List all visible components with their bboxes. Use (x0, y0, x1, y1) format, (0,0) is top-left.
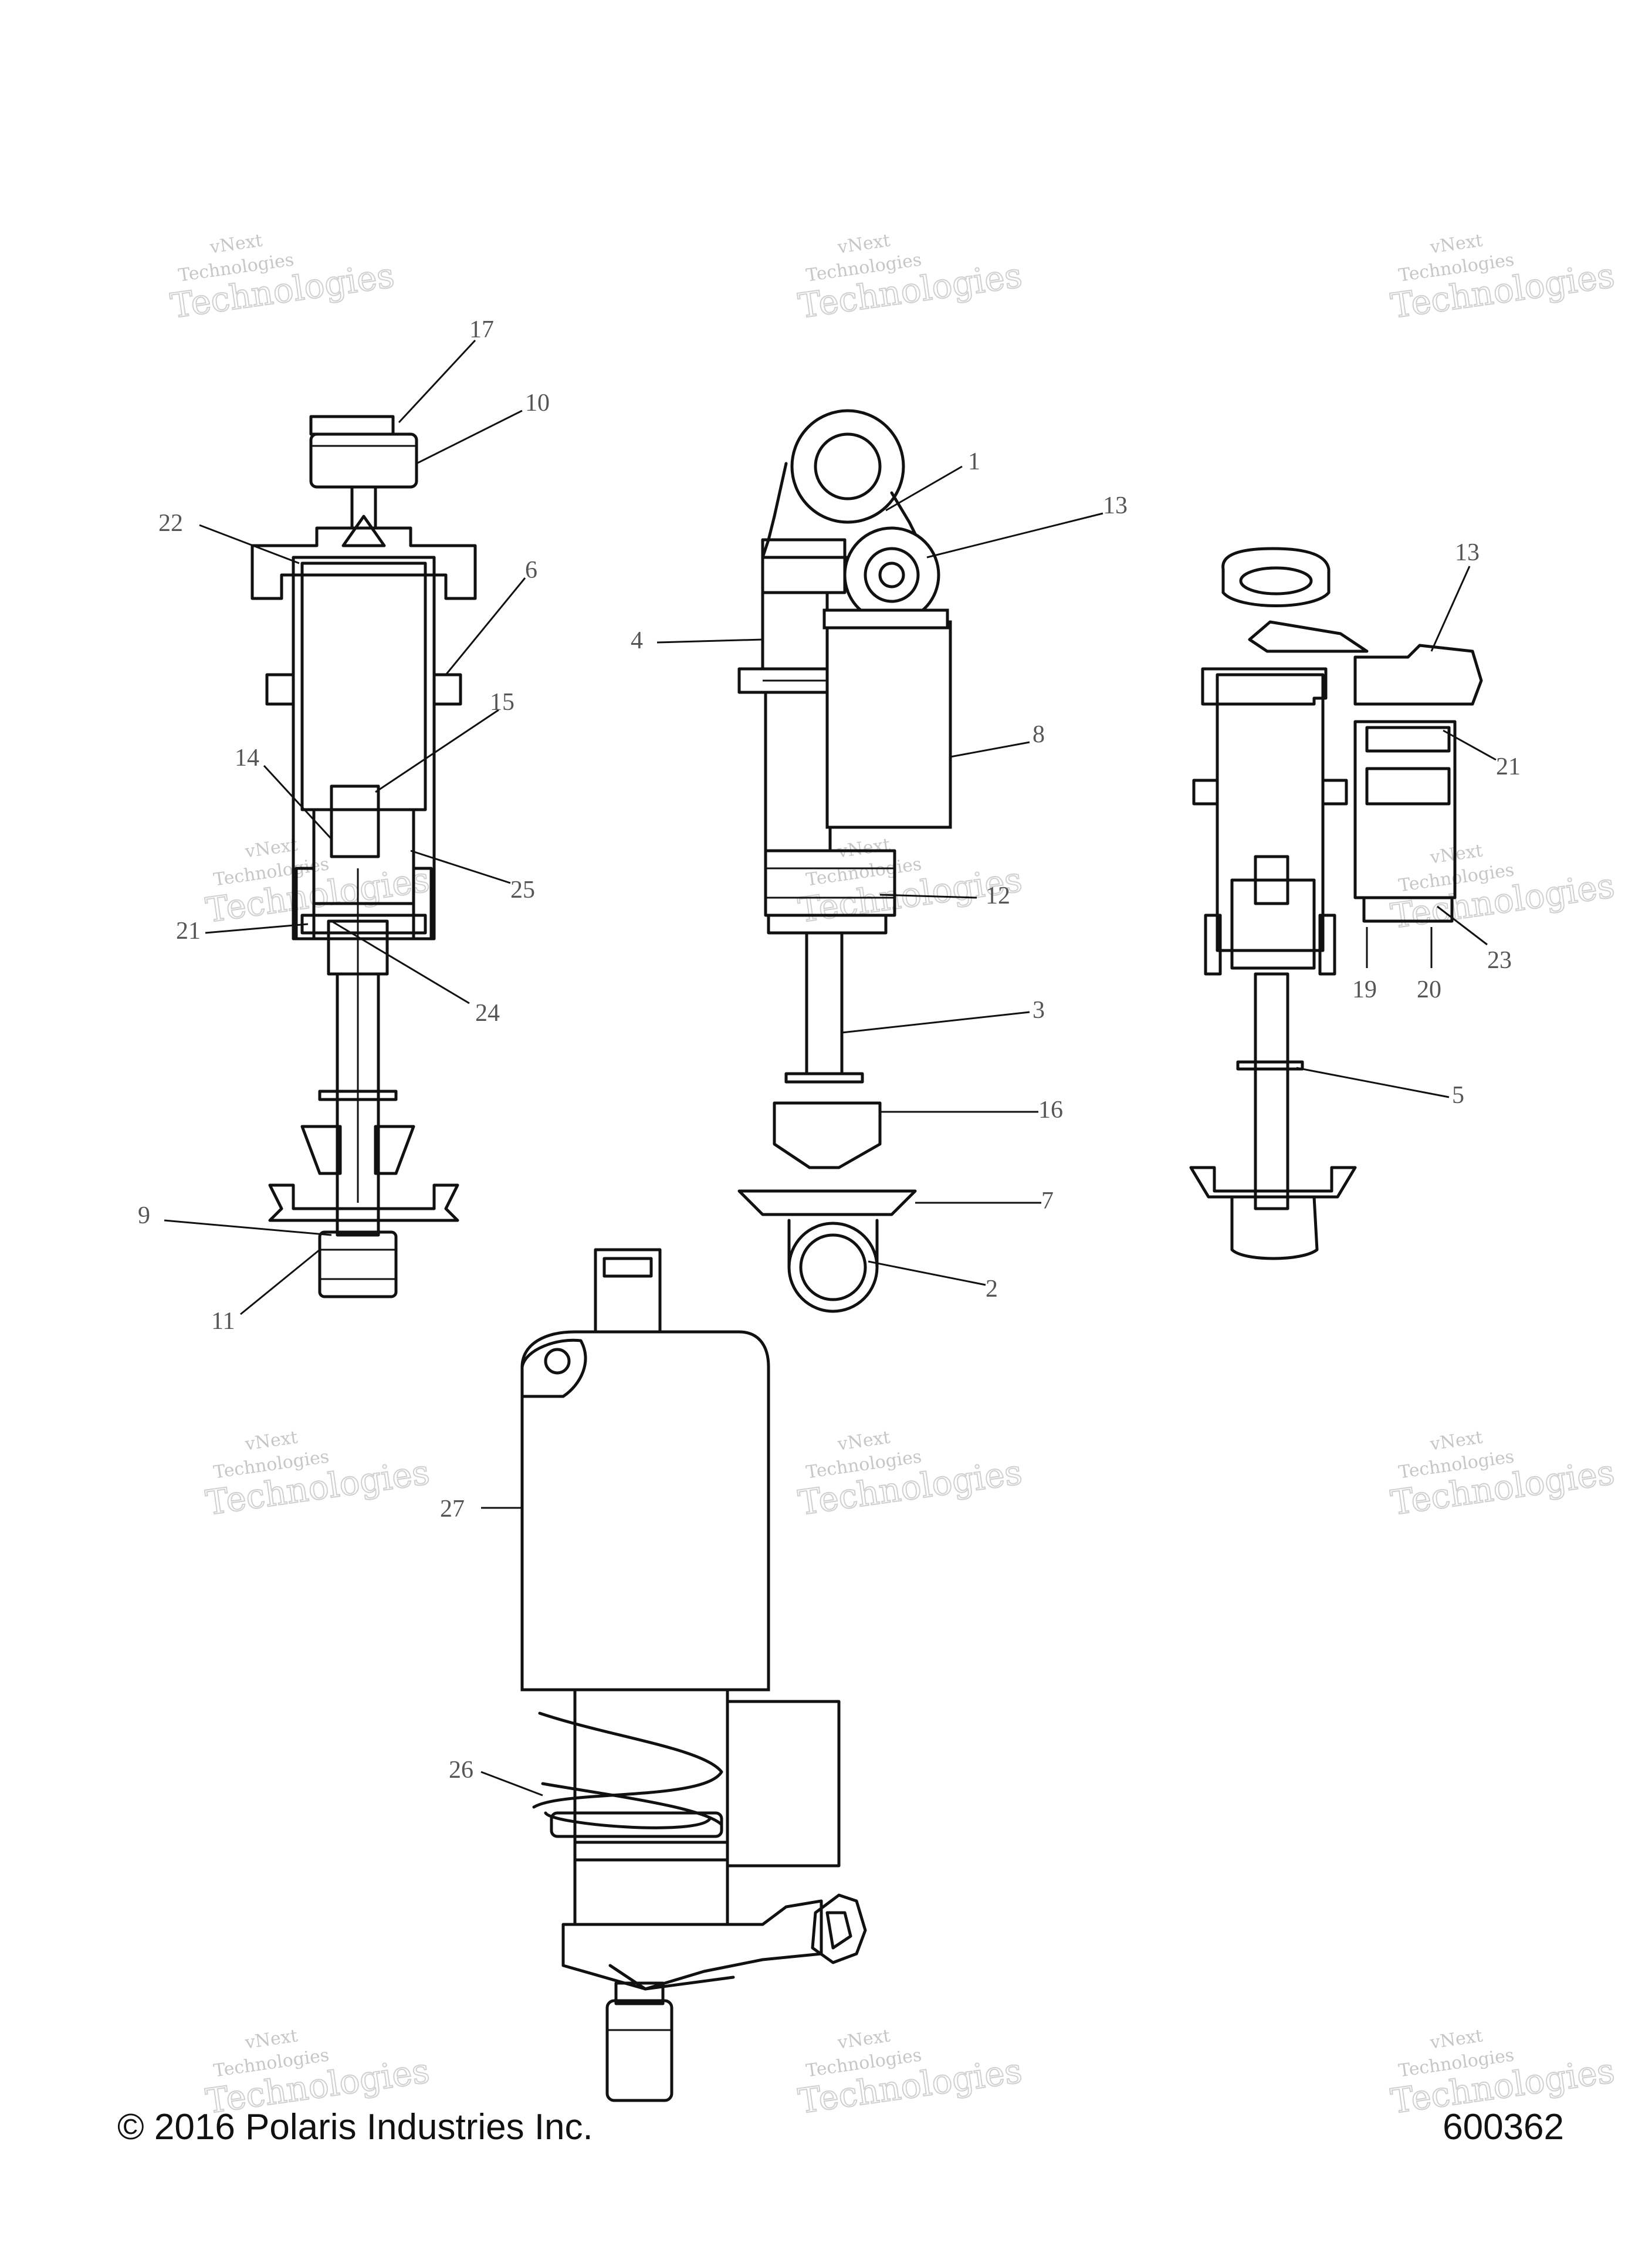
callout-3: 3 (1032, 997, 1045, 1024)
callout-7: 7 (1041, 1188, 1054, 1215)
watermark-text: vNext (836, 2025, 892, 2053)
watermark: vNext Technologies Technologies (795, 834, 1025, 931)
watermark: vNext Technologies Technologies (203, 1427, 433, 1523)
callout-14: 14 (235, 745, 259, 772)
watermark: vNext Technologies Technologies (1388, 2025, 1618, 2122)
shock-assembled-middle (737, 409, 952, 1313)
callout-22: 22 (158, 510, 183, 537)
callout-23: 23 (1487, 947, 1512, 974)
watermark: vNext Technologies Technologies (795, 2025, 1025, 2122)
watermark-text: vNext (1428, 2025, 1484, 2053)
callout-24: 24 (475, 1000, 500, 1027)
callout-5: 5 (1452, 1082, 1464, 1109)
callout-15: 15 (490, 689, 514, 716)
watermark-layer: vNext Technologies Technologies vNext Te… (168, 230, 1618, 2122)
callout-13: 13 (1103, 492, 1128, 519)
watermark-text: vNext (243, 2025, 299, 2053)
callout-13: 13 (1455, 539, 1480, 566)
watermark: vNext Technologies Technologies (203, 2025, 433, 2122)
watermark: vNext Technologies Technologies (795, 1427, 1025, 1523)
watermark-text: vNext (1428, 230, 1484, 258)
callout-21: 21 (1496, 753, 1521, 780)
callout-4: 4 (631, 627, 643, 654)
watermark-text: vNext (1428, 1427, 1484, 1454)
callout-20: 20 (1417, 976, 1441, 1003)
watermark: vNext Technologies Technologies (795, 230, 1025, 326)
figure-number: 600362 (1443, 2107, 1564, 2147)
callout-2: 2 (986, 1276, 998, 1303)
watermark: vNext Technologies Technologies (1388, 1427, 1618, 1523)
callout-6: 6 (525, 557, 537, 584)
callout-10: 10 (525, 390, 550, 417)
callout-16: 16 (1038, 1097, 1063, 1124)
callout-12: 12 (986, 882, 1010, 909)
callout-layer: 17 10 22 6 15 14 25 21 24 9 11 1 13 4 8 … (138, 316, 1521, 1797)
callout-27: 27 (440, 1496, 465, 1523)
watermark-text: vNext (243, 1427, 299, 1454)
watermark-text: vNext (836, 1427, 892, 1454)
callout-21: 21 (176, 918, 201, 945)
watermark: vNext Technologies Technologies (1388, 840, 1618, 936)
callout-9: 9 (138, 1202, 150, 1229)
watermark-text: vNext (243, 834, 299, 862)
shock-assembled-bottom (520, 1248, 867, 2102)
watermark-text: vNext (208, 230, 264, 258)
callout-25: 25 (510, 877, 535, 904)
watermark-text: vNext (836, 230, 892, 258)
callout-8: 8 (1032, 721, 1045, 748)
callout-11: 11 (211, 1308, 235, 1335)
shock-section-right (1189, 547, 1483, 1260)
watermark: vNext Technologies Technologies (1388, 230, 1618, 326)
callout-19: 19 (1352, 976, 1377, 1003)
watermark: vNext Technologies Technologies (168, 230, 398, 326)
watermark-text: vNext (836, 834, 892, 862)
callout-26: 26 (449, 1757, 473, 1784)
callout-1: 1 (968, 448, 980, 475)
callout-17: 17 (469, 316, 494, 343)
shock-section-left (250, 415, 477, 1298)
copyright-notice: © 2016 Polaris Industries Inc. (117, 2107, 593, 2147)
